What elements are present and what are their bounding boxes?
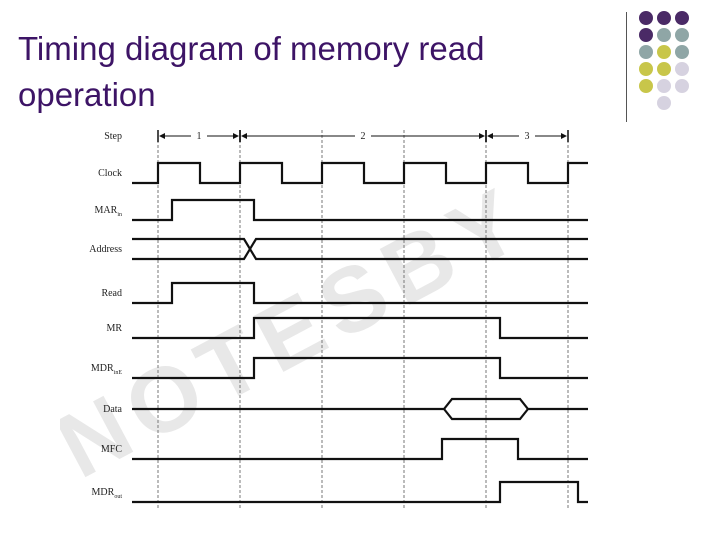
slide-title-line2: operation — [18, 76, 156, 113]
signal-label-mfc: MFC — [101, 444, 122, 455]
waveform-mar-in — [132, 198, 588, 222]
decorative-dot — [657, 79, 671, 93]
waveform-mr — [132, 316, 588, 340]
waveform-mdr-ine — [132, 356, 588, 380]
decorative-dot — [675, 62, 689, 76]
decorative-dot — [675, 79, 689, 93]
waveform-address — [132, 237, 588, 261]
signal-label-clock: Clock — [98, 168, 122, 179]
divider-line — [626, 12, 627, 122]
watermark-text: NOTESBY — [60, 166, 544, 498]
slide-title-line1: Timing diagram of memory read — [18, 30, 485, 67]
decorative-dot — [675, 28, 689, 42]
svg-text:3: 3 — [525, 131, 530, 142]
decorative-dot — [657, 11, 671, 25]
waveform-clock — [132, 161, 588, 185]
decorative-dot — [639, 79, 653, 93]
signal-label-address: Address — [89, 244, 122, 255]
signal-label-step: Step — [104, 131, 122, 142]
decorative-dot — [657, 62, 671, 76]
decorative-dot — [639, 11, 653, 25]
step-marker-1: 1 — [157, 130, 241, 142]
signal-label-data: Data — [103, 404, 122, 415]
decorative-dot — [657, 28, 671, 42]
decorative-dot-grid — [639, 11, 689, 110]
waveform-mdr-out — [132, 480, 588, 504]
waveform-read — [132, 281, 588, 305]
slide-title: Timing diagram of memory read operation — [18, 26, 618, 118]
timing-diagram: NOTESBY StepClockMARinAddressReadMRMDRin… — [60, 130, 588, 510]
decorative-dot — [657, 96, 671, 110]
svg-text:2: 2 — [361, 131, 366, 142]
decorative-dot — [639, 28, 653, 42]
signal-label-mar-in: MARin — [95, 205, 122, 218]
decorative-dot — [639, 45, 653, 59]
step-markers: 1 2 3 — [157, 130, 569, 142]
clock-edge-guides — [157, 130, 569, 510]
signal-waveforms — [132, 161, 588, 504]
svg-text:1: 1 — [197, 131, 202, 142]
step-marker-3: 3 — [485, 130, 569, 142]
decorative-dot — [675, 45, 689, 59]
signal-label-read: Read — [101, 288, 122, 299]
waveform-data — [132, 397, 588, 421]
decorative-dot — [639, 62, 653, 76]
waveform-mfc — [132, 437, 588, 461]
signal-label-mdr-out: MDRout — [92, 487, 123, 500]
decorative-dot — [657, 45, 671, 59]
step-marker-2: 2 — [239, 130, 487, 142]
decorative-dot — [675, 11, 689, 25]
signal-label-mr: MR — [106, 323, 122, 334]
